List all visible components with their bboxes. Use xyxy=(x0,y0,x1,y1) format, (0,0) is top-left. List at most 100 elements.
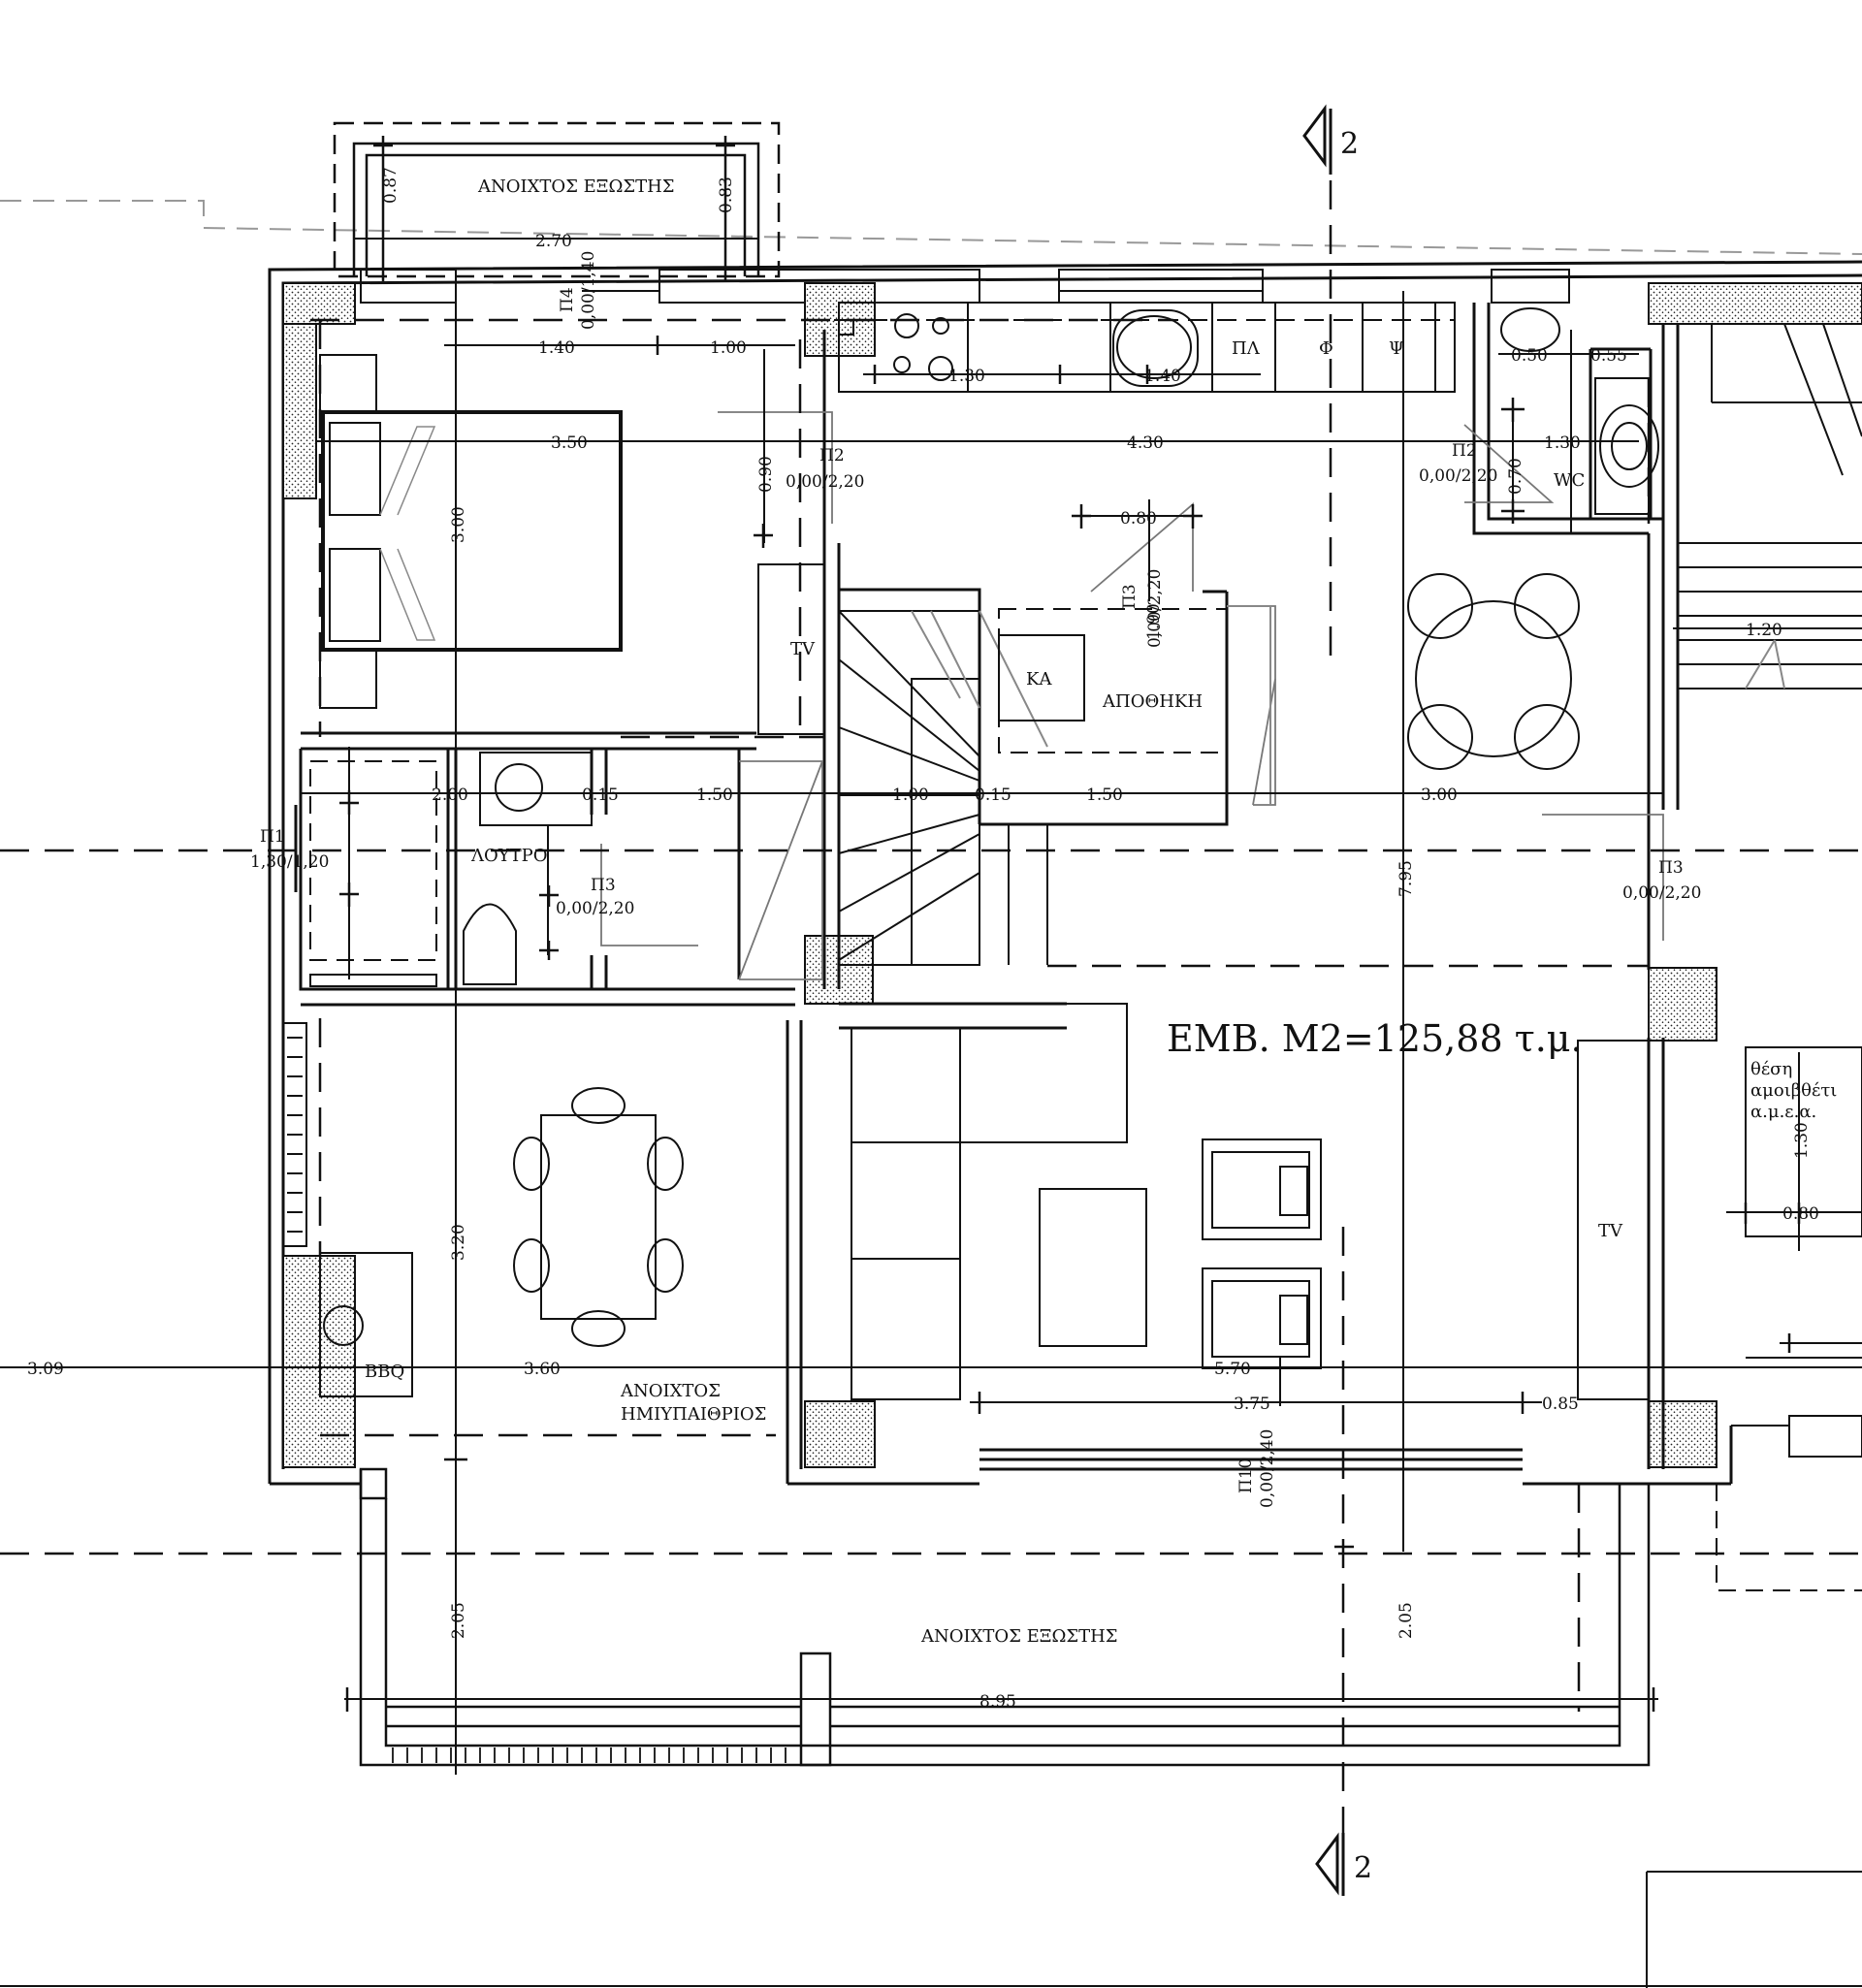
dim-350: 3.50 xyxy=(551,433,588,453)
dim-430: 4.30 xyxy=(1127,433,1164,453)
dim-150b: 1.50 xyxy=(1086,786,1123,805)
dim-140: 1.40 xyxy=(538,338,575,358)
opening-p1-dim: 1,30/1,20 xyxy=(250,852,329,872)
dimension-ticks xyxy=(339,136,1801,1712)
water-heater-label-1: θέση xyxy=(1750,1059,1792,1079)
dim-120: 1.20 xyxy=(1746,621,1782,640)
bottom-railing xyxy=(392,1748,787,1763)
armchairs xyxy=(1202,1138,1322,1369)
bed xyxy=(319,354,623,709)
opening-p2-b: Π2 xyxy=(1452,441,1477,461)
area-label: ΕΜΒ. Μ2=125,88 τ.μ. xyxy=(1167,1017,1583,1060)
opening-p10-dim: 0,00/2,40 xyxy=(1258,1429,1277,1508)
top-balcony xyxy=(333,121,781,278)
bathroom-fixtures xyxy=(309,752,593,987)
opening-p1: Π1 xyxy=(260,827,285,847)
dim-085: 0.85 xyxy=(1542,1395,1579,1414)
kitchen-label-f: Φ xyxy=(1319,338,1333,359)
central-stairs xyxy=(838,610,1048,966)
dim-300b: 3.00 xyxy=(1421,786,1458,805)
dim-130b: 1.30 xyxy=(1544,433,1581,453)
dining-table xyxy=(513,1087,684,1347)
section-marker-bottom xyxy=(1315,1832,1345,1896)
dim-150a: 1.50 xyxy=(696,786,733,805)
dim-570: 5.70 xyxy=(1214,1360,1251,1379)
opening-p3-c-dim: 0,00/2,20 xyxy=(1622,883,1701,903)
right-edge-elements xyxy=(0,1046,1862,1988)
dim-050: 0.50 xyxy=(1511,346,1548,366)
dim-015b: 0.15 xyxy=(975,786,1011,805)
opening-p3-a-dim: 0,00/2,20 xyxy=(556,899,634,918)
opening-p3-b-dim: 0,00/2,20 xyxy=(1145,569,1165,648)
room-label-storage: ΑΠΟΘΗΚΗ xyxy=(1102,691,1203,712)
section-marker-top xyxy=(1302,104,1332,175)
kitchen-label-ps: Ψ xyxy=(1389,338,1404,359)
dim-309: 3.09 xyxy=(27,1360,64,1379)
section-label-bottom: 2 xyxy=(1354,1851,1372,1885)
columns xyxy=(282,282,1862,1468)
room-label-veranda-bottom: ΑΝΟΙΧΤΟΣ ΕΞΩΣΤΗΣ xyxy=(920,1626,1118,1647)
dim-130a: 1.30 xyxy=(948,367,985,386)
dim-795: 7.95 xyxy=(1396,860,1416,897)
dim-140k: 1.40 xyxy=(1144,367,1181,386)
dim-055: 0.55 xyxy=(1590,346,1627,366)
dim-100: 1.00 xyxy=(710,338,747,358)
grid-lines xyxy=(0,136,1862,1896)
opening-p4-dim: 0,00/1,40 xyxy=(579,251,598,330)
dim-083: 0.83 xyxy=(717,176,736,213)
opening-p4: Π4 xyxy=(558,287,577,312)
water-heater-label-2: αμοιβθέτι xyxy=(1750,1080,1837,1101)
dim-205b: 2.05 xyxy=(1396,1602,1416,1639)
dim-100b: 1.00 xyxy=(892,786,929,805)
dim-190: 1.90 xyxy=(1144,603,1164,640)
dim-205a: 2.05 xyxy=(449,1602,468,1639)
opening-p2-b-dim: 0,00/2,20 xyxy=(1419,466,1497,486)
room-label-semi-open-1: ΑΝΟΙΧΤΟΣ xyxy=(620,1381,721,1401)
water-heater-label-3: α.μ.ε.α. xyxy=(1750,1102,1816,1122)
property-boundary xyxy=(0,200,1862,255)
dim-375: 3.75 xyxy=(1234,1395,1270,1414)
room-label-wc: WC xyxy=(1554,470,1585,491)
section-label-top: 2 xyxy=(1340,127,1359,161)
room-label-semi-open-2: ΗΜΙΥΠΑΙΘΡΙΟΣ xyxy=(621,1404,766,1425)
coffee-table xyxy=(1039,1188,1147,1347)
tv-unit-living xyxy=(1577,1040,1650,1400)
dim-360: 3.60 xyxy=(524,1360,561,1379)
top-windows xyxy=(360,269,1570,304)
kitchen-label-pl: ΠΛ xyxy=(1232,338,1261,359)
opening-p2-a-dim: 0,00/2,20 xyxy=(786,472,864,492)
opening-p3-c: Π3 xyxy=(1658,858,1684,878)
dim-080b: 0.80 xyxy=(1782,1204,1819,1224)
storage-room xyxy=(998,605,1271,805)
dim-895: 8.95 xyxy=(979,1692,1016,1712)
tv-label-living: TV xyxy=(1598,1221,1623,1241)
opening-p3-a: Π3 xyxy=(591,876,616,895)
room-label-veranda-top: ΑΝΟΙΧΤΟΣ ΕΞΩΣΤΗΣ xyxy=(477,176,675,197)
dim-320: 3.20 xyxy=(449,1224,468,1261)
round-table xyxy=(1407,573,1580,770)
room-label-ka: ΚΑ xyxy=(1026,669,1052,689)
sofa xyxy=(851,1003,1128,1400)
dim-200: 2.00 xyxy=(432,786,468,805)
bottom-balcony xyxy=(359,1467,1651,1767)
louvre-left xyxy=(282,1022,307,1247)
tv-label-bedroom: TV xyxy=(790,639,816,659)
room-label-bathroom: ΛΟΥΤΡΟ xyxy=(470,846,548,866)
dim-090: 0.90 xyxy=(756,456,776,493)
dim-080a: 0.80 xyxy=(1120,509,1157,529)
dim-087: 0.87 xyxy=(381,167,401,204)
dim-300a: 3.00 xyxy=(449,506,468,543)
tv-unit-bedroom xyxy=(757,563,825,735)
dim-270: 2.70 xyxy=(535,232,572,251)
right-stairs xyxy=(1678,323,1862,689)
left-window xyxy=(281,805,298,892)
dim-130c: 1.30 xyxy=(1792,1122,1812,1159)
dim-070: 0.70 xyxy=(1506,458,1525,495)
opening-p2-a: Π2 xyxy=(819,446,845,465)
bbq xyxy=(319,1252,413,1397)
dim-015a: 0.15 xyxy=(582,786,619,805)
room-label-bbq: BBQ xyxy=(365,1362,404,1382)
outer-walls xyxy=(268,260,1862,1486)
opening-p3-b: Π3 xyxy=(1120,584,1140,609)
